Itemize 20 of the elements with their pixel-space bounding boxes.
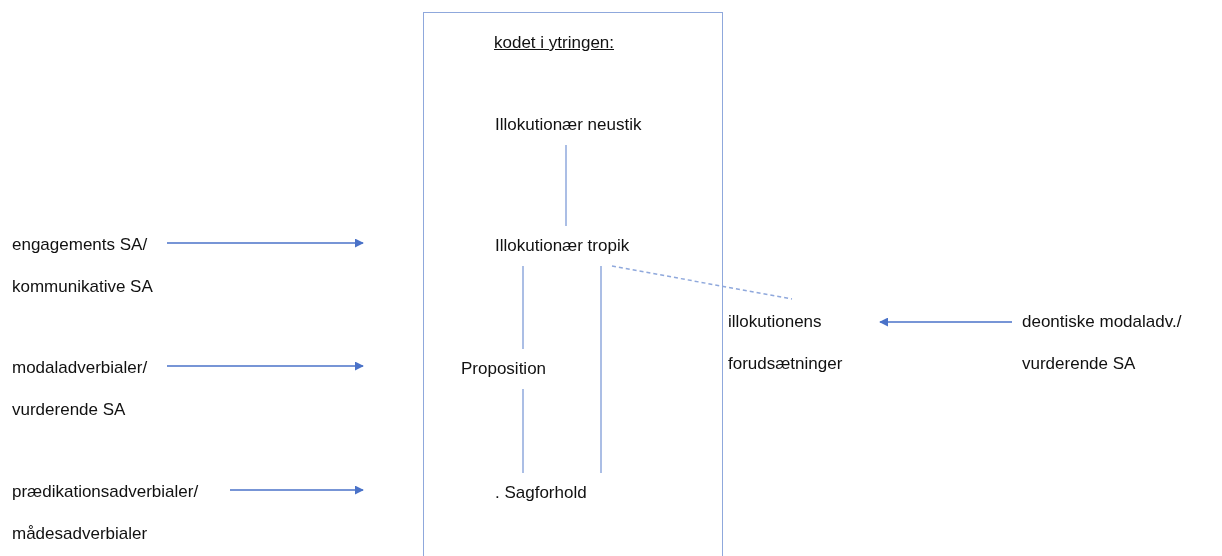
concept-label: Illokutionær neustik: [495, 113, 642, 137]
connector-line: [600, 265, 602, 474]
category-label: deontiske modaladv./ vurderende SA: [1022, 301, 1212, 385]
connector-line: [565, 144, 567, 227]
category-label: modaladverbialer/ vurderende SA: [12, 347, 164, 431]
connector-line: [522, 265, 524, 350]
arrow: [229, 485, 364, 495]
connector-line: [522, 388, 524, 474]
heading: kodet i ytringen:: [494, 32, 614, 54]
category-label: prædikationsadverbialer/ mådesadverbialer: [12, 471, 227, 555]
concept-label: Proposition: [461, 357, 547, 381]
arrow: [166, 238, 364, 248]
arrow: [166, 361, 364, 371]
category-label: engagements SA/ kommunikative SA: [12, 224, 164, 308]
concept-label: Illokutionær tropik: [495, 234, 630, 258]
concept-label: . Sagforhold: [495, 481, 587, 505]
frame-box: [423, 12, 723, 556]
category-label: illokutionens forudsætninger: [728, 301, 876, 385]
connector-line: [611, 265, 793, 300]
arrow: [879, 317, 1013, 327]
